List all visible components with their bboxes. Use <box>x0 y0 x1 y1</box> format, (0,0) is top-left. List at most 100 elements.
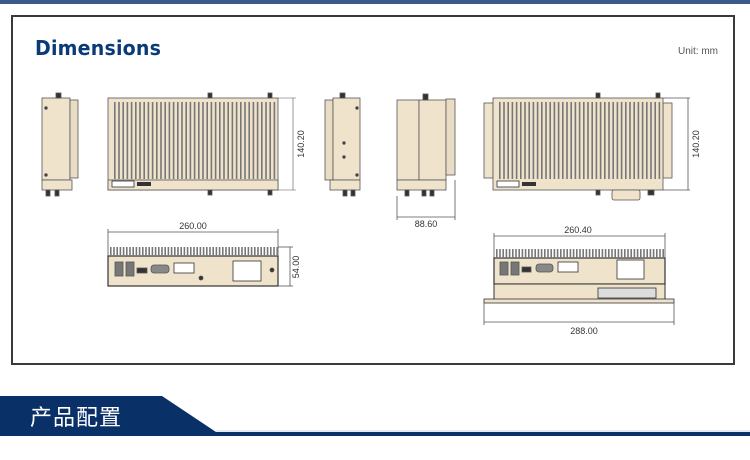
heatsink-fin <box>620 102 623 179</box>
heatsink-fin <box>520 102 522 179</box>
heatsink-fin <box>172 102 175 179</box>
heatsink-fin <box>534 249 536 258</box>
side-view-right <box>324 92 361 197</box>
heatsink-fin <box>156 102 158 179</box>
io-height-label: 54.00 <box>291 256 301 279</box>
heatsink-fin <box>620 249 623 258</box>
heatsink-fin <box>238 247 240 256</box>
io-rear-view <box>483 233 675 325</box>
heatsink-fin <box>196 247 198 256</box>
heatsink-fin <box>129 247 131 256</box>
heatsink-fin <box>585 249 588 258</box>
heatsink-fin <box>164 247 166 256</box>
heatsink-fin <box>122 102 124 179</box>
heatsink-fin <box>135 247 138 256</box>
heatsink-fin <box>215 247 218 256</box>
heatsink-fin <box>193 102 196 179</box>
heatsink-fin <box>624 249 626 258</box>
heatsink-fin <box>633 249 636 258</box>
heatsink-fin <box>659 249 661 258</box>
dimensions-panel <box>11 15 735 365</box>
heatsink-fin <box>270 247 272 256</box>
heatsink-fin <box>528 249 530 258</box>
heatsink-fin <box>505 249 508 258</box>
heatsink-fin <box>206 247 208 256</box>
heatsink-fin <box>273 102 276 179</box>
heatsink-fin <box>118 102 120 179</box>
bracket-width-label: 288.00 <box>570 326 598 336</box>
heatsink-fin <box>563 249 565 258</box>
heatsink-fin <box>247 247 250 256</box>
heatsink-fin <box>649 249 652 258</box>
heatsink-fin <box>147 102 150 179</box>
heatsink-fin <box>256 102 259 179</box>
io-front-view <box>107 229 293 287</box>
heatsink-fin <box>547 249 549 258</box>
heatsink-fin <box>532 102 535 179</box>
heatsink-fin <box>122 247 125 256</box>
heatsink-fin <box>521 249 524 258</box>
height-label-rear: 140.20 <box>691 130 701 158</box>
heatsink-fin <box>126 247 128 256</box>
heatsink-fin <box>180 247 182 256</box>
heatsink-fin <box>190 247 192 256</box>
heatsink-fin <box>151 247 154 256</box>
heatsink-fin <box>643 249 645 258</box>
heatsink-fin <box>629 102 631 179</box>
heatsink-fin <box>604 102 606 179</box>
heatsink-fin <box>139 102 141 179</box>
heatsink-fin <box>276 247 278 256</box>
heatsink-fin <box>614 249 616 258</box>
heatsink-fin <box>167 247 170 256</box>
heatsink-fin <box>608 249 610 258</box>
heatsink-fin <box>145 247 147 256</box>
heatsink-fin <box>574 102 577 179</box>
heatsink-fin <box>154 247 157 256</box>
heatsink-fin <box>186 247 189 256</box>
heatsink-fin <box>656 249 658 258</box>
heatsink-fin <box>202 247 205 256</box>
heatsink-fin <box>549 102 551 179</box>
heatsink-fin <box>569 249 572 258</box>
heatsink-fin <box>524 249 527 258</box>
heatsink-fin <box>507 102 509 179</box>
heatsink-fin <box>636 249 639 258</box>
heatsink-fin <box>637 102 640 179</box>
heatsink-fin <box>189 102 192 179</box>
heatsink-fin <box>641 102 644 179</box>
heatsink-fin <box>662 249 664 258</box>
heatsink-fin <box>148 247 150 256</box>
heatsink-fin <box>244 247 246 256</box>
heatsink-fin <box>177 247 179 256</box>
heatsink-fin <box>132 247 134 256</box>
heatsink-fin <box>119 247 122 256</box>
heatsink-fin <box>210 102 213 179</box>
heatsink-fin <box>612 102 614 179</box>
heatsink-fin <box>138 247 141 256</box>
heatsink-fin <box>164 102 166 179</box>
heatsink-fin <box>583 102 585 179</box>
top-bar <box>0 0 750 4</box>
section-title: Dimensions <box>35 36 162 60</box>
heatsink-fin <box>502 249 504 258</box>
heatsink-fin <box>578 102 581 179</box>
heatsink-fin <box>260 247 262 256</box>
heatsink-fin <box>598 249 600 258</box>
heatsink-fin <box>202 102 204 179</box>
heatsink-fin <box>142 247 144 256</box>
heatsink-fin <box>658 102 661 179</box>
heatsink-fin <box>193 247 195 256</box>
heatsink-fin <box>222 247 224 256</box>
section-banner-title: 产品配置 <box>30 406 123 431</box>
heatsink-fin <box>553 249 556 258</box>
heatsink-fin <box>633 102 635 179</box>
heatsink-fin <box>170 247 173 256</box>
heatsink-fin <box>269 102 271 179</box>
heatsink-fin <box>252 102 255 179</box>
heatsink-fin <box>654 102 656 179</box>
heatsink-fin <box>630 249 632 258</box>
heatsink-fin <box>537 249 540 258</box>
heatsink-fin <box>579 249 581 258</box>
heatsink-fin <box>214 102 217 179</box>
